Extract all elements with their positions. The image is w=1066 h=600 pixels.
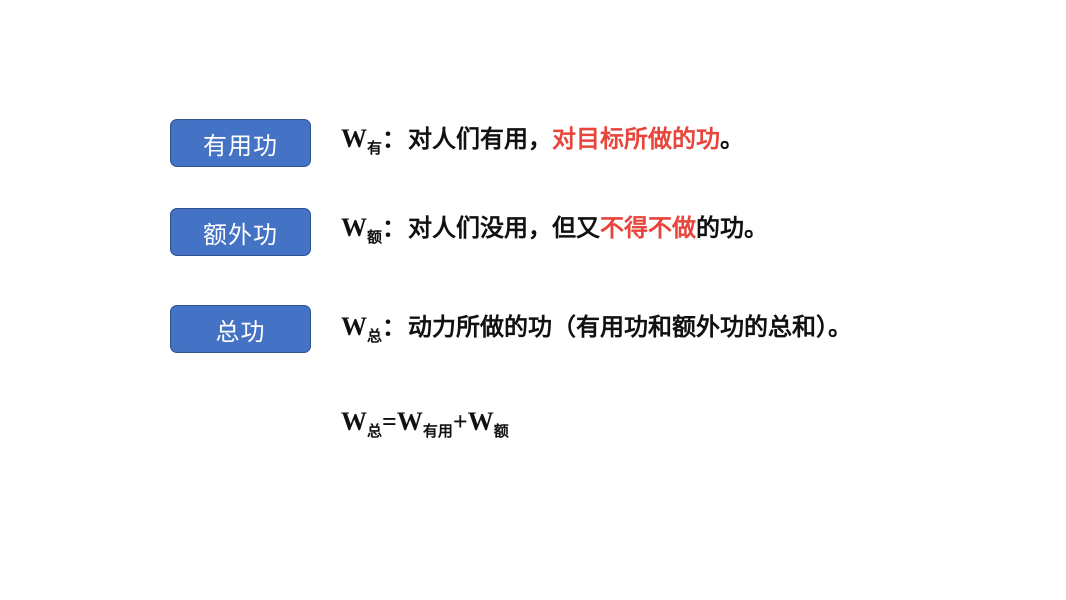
highlight-text: 不得不做 [600, 213, 697, 242]
definition-useful-work: W有：对人们有用，对目标所做的功。 [341, 124, 745, 157]
definition-text: 动力所做的功（有用功和额外功的总和）。 [408, 312, 853, 341]
definition-total-work: W总：动力所做的功（有用功和额外功的总和）。 [341, 312, 853, 345]
w-subscript: 有 [367, 139, 383, 157]
w-extra-subscript: 额 [493, 422, 509, 440]
w-useful-symbol: W [396, 407, 423, 436]
w-useful-subscript: 有用 [422, 422, 453, 440]
w-total-symbol: W [341, 407, 367, 436]
plus-sign: + [452, 407, 468, 436]
w-extra-symbol: W [467, 407, 494, 436]
label-useful-work: 有用功 [170, 119, 311, 167]
colon: ： [382, 124, 407, 153]
colon: ： [382, 213, 407, 242]
w-total-subscript: 总 [367, 422, 383, 440]
highlight-text: 对目标所做的功 [552, 124, 721, 153]
work-formula: W总=W有用+W额 [341, 407, 509, 440]
definition-extra-work: W额：对人们没用，但又不得不做的功。 [341, 213, 769, 246]
w-subscript: 额 [367, 228, 383, 246]
equals-sign: = [382, 407, 397, 436]
label-total-work: 总功 [170, 305, 311, 353]
definition-text-end: 。 [720, 124, 745, 153]
label-extra-work: 额外功 [170, 208, 311, 256]
w-symbol: W [341, 312, 367, 341]
w-subscript: 总 [367, 327, 383, 345]
definition-text-end: 的功。 [696, 213, 769, 242]
definition-text: 对人们没用，但又 [408, 213, 601, 242]
colon: ： [382, 312, 407, 341]
w-symbol: W [341, 213, 367, 242]
definition-text: 对人们有用， [408, 124, 553, 153]
w-symbol: W [341, 124, 367, 153]
